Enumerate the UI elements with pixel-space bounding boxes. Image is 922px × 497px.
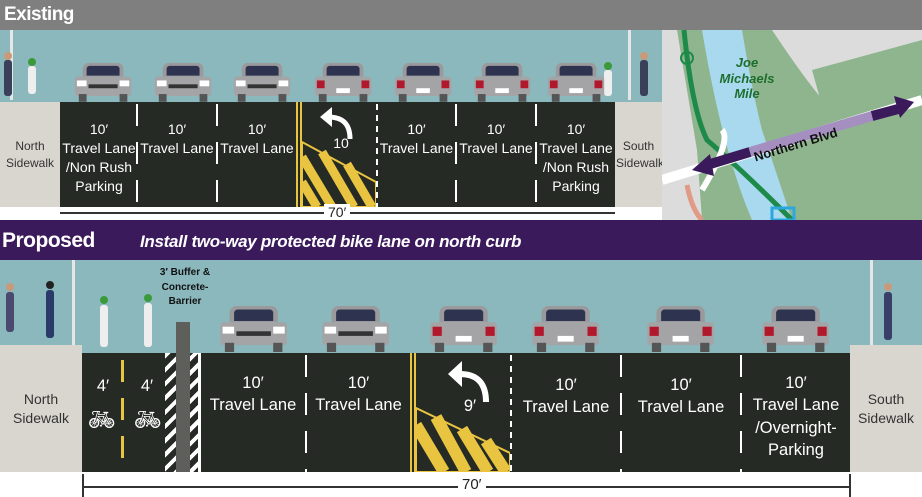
pedestrian [46, 281, 54, 289]
map-path-label: Joe Michaels Mile [719, 55, 775, 102]
existing-header: Existing [0, 0, 922, 30]
lane-line [510, 355, 512, 472]
pedestrian [884, 283, 892, 291]
bike-icon [680, 51, 694, 65]
turn-lane-width: 10 [333, 135, 349, 151]
proposed-title: Proposed [2, 229, 95, 252]
cyclist [604, 62, 612, 70]
left-turn-arrow-icon [320, 107, 353, 140]
existing-lane-6: 10′Travel Lane [459, 121, 533, 156]
lane-line [198, 353, 201, 472]
turn-lane-width: 9′ [463, 397, 477, 415]
car-front [232, 63, 292, 102]
proposed-lane-6: 10′Travel Lane /Overnight- Parking [752, 374, 840, 459]
lane-line [535, 104, 537, 207]
bike-symbol-icon: 🚲︎ [88, 407, 116, 432]
bike-symbol-icon: 🚲︎ [134, 407, 162, 432]
proposed-subtitle: Install two-way protected bike lane on n… [140, 232, 522, 251]
existing-lane-2: 10′Travel Lane [140, 121, 214, 156]
bike-center-line [121, 360, 124, 472]
light-pole [628, 30, 631, 100]
bike-lane-2-width: 4′ [140, 377, 154, 395]
concrete-barrier [176, 322, 190, 472]
existing-total-width: 70′ [324, 204, 351, 220]
proposed-lane-1: 10′Travel Lane [209, 374, 297, 415]
car-front [73, 63, 133, 102]
median-hatching [302, 140, 376, 207]
pedestrian [4, 52, 12, 60]
pedestrian [6, 283, 14, 291]
double-yellow-line [410, 353, 416, 472]
dimension-tick [82, 474, 84, 497]
pedestrian [640, 52, 648, 60]
existing-lane-3: 10′Travel Lane [220, 121, 294, 156]
existing-lane-5: 10′Travel Lane [379, 121, 454, 156]
car-rear [428, 306, 499, 352]
lane-line [136, 104, 138, 207]
existing-lane-7: 10′Travel Lane /Non Rush Parking [539, 121, 613, 194]
lane-line [376, 104, 378, 207]
dimension-tick [849, 474, 851, 497]
location-map [662, 30, 922, 220]
car-rear [645, 306, 716, 352]
lane-line [620, 355, 622, 472]
double-yellow-line [296, 102, 302, 207]
proposed-lane-2: 10′Travel Lane [315, 374, 402, 415]
cyclist [144, 294, 152, 302]
light-pole [870, 260, 873, 345]
left-turn-arrow-icon [448, 361, 489, 403]
car-front [320, 306, 391, 352]
existing-lane-1: 10′Travel Lane /Non Rush Parking [62, 121, 136, 194]
proposed-total-width: 70′ [458, 476, 486, 493]
proposed-header: Proposed Install two-way protected bike … [0, 220, 922, 260]
lane-line [455, 104, 457, 207]
lane-line [740, 355, 742, 472]
car-rear [313, 63, 373, 102]
car-rear [472, 63, 532, 102]
buffer-label: 3′ Buffer & Concrete- Barrier [159, 267, 211, 307]
light-pole [72, 260, 75, 345]
existing-south-sidewalk: South Sidewalk [615, 102, 664, 207]
proposed-north-sidewalk: North Sidewalk [0, 345, 82, 472]
proposed-south-sidewalk: South Sidewalk [850, 345, 922, 472]
car-rear [546, 63, 606, 102]
bike-lane-1-width: 4′ [96, 377, 110, 395]
lane-line [216, 104, 218, 207]
car-front [218, 306, 289, 352]
cyclist [28, 58, 36, 66]
median-hatching [416, 406, 510, 472]
lane-line [305, 355, 307, 472]
car-rear [530, 306, 601, 352]
existing-north-sidewalk: North Sidewalk [0, 102, 60, 207]
proposed-lane-5: 10′Travel Lane [637, 376, 725, 417]
proposed-lane-4: 10′Travel Lane [522, 376, 610, 417]
existing-title: Existing [4, 4, 74, 25]
car-rear [393, 63, 453, 102]
cyclist [100, 296, 108, 304]
car-rear [760, 306, 831, 352]
car-front [153, 63, 213, 102]
